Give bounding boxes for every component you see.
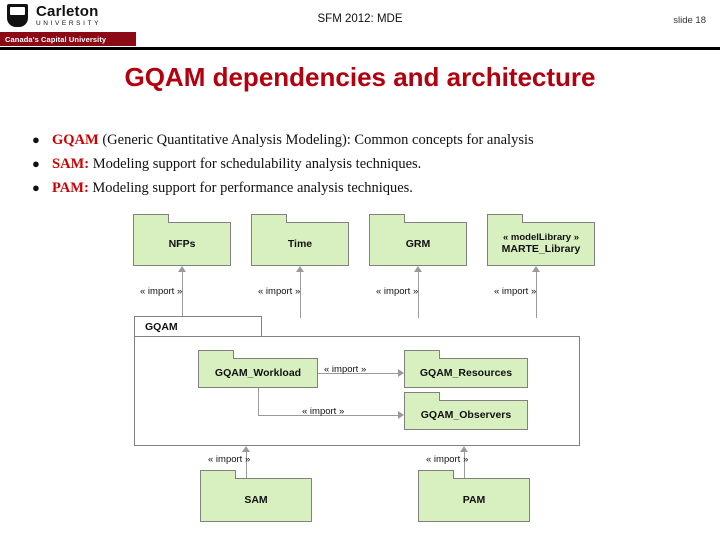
package-stereotype: « modelLibrary » <box>502 231 580 243</box>
edge-marte-import <box>536 272 537 318</box>
package-label: Time <box>287 237 313 250</box>
bullet-marker-icon: ● <box>32 132 40 147</box>
package-tab <box>418 470 454 479</box>
package-tab <box>198 350 234 359</box>
arrowhead-icon <box>398 369 404 377</box>
package-tab <box>369 214 405 223</box>
edge-label-import: « import » <box>302 406 345 417</box>
edge-workload-observers-h <box>258 415 398 416</box>
bullet-list: ● GQAM (Generic Quantitative Analysis Mo… <box>28 130 688 202</box>
edge-time-import <box>300 272 301 318</box>
arrowhead-icon <box>178 266 186 272</box>
bullet-marker-icon: ● <box>32 180 40 195</box>
edge-pam-import <box>464 452 465 478</box>
edge-workload-resources <box>318 373 398 374</box>
package-label: GQAM_Resources <box>419 366 513 379</box>
list-item: ● GQAM (Generic Quantitative Analysis Mo… <box>28 130 688 150</box>
edge-workload-observers-v <box>258 388 259 415</box>
package-label: GQAM_Observers <box>420 408 512 421</box>
package-gqam-workload: GQAM_Workload <box>198 350 318 388</box>
header-title: SFM 2012: MDE <box>317 13 403 25</box>
edge-label-import: « import » <box>324 364 367 375</box>
bullet-keyword: SAM: <box>52 156 90 172</box>
arrowhead-icon <box>532 266 540 272</box>
package-label: GRM <box>405 237 431 250</box>
arrowhead-icon <box>296 266 304 272</box>
package-tab <box>200 470 236 479</box>
package-label: MARTE_Library <box>501 243 581 256</box>
package-tab <box>133 214 169 223</box>
edge-label-import: « import » <box>258 286 301 297</box>
package-tab <box>251 214 287 223</box>
arrowhead-icon <box>242 446 250 452</box>
package-label: PAM <box>462 493 486 506</box>
arrowhead-icon <box>414 266 422 272</box>
logo-wordmark: Carleton UNIVERSITY <box>0 0 136 32</box>
edge-label-import: « import » <box>376 286 419 297</box>
edge-grm-import <box>418 272 419 318</box>
logo-tagline: Canada's Capital University <box>0 32 136 46</box>
package-marte-library: « modelLibrary » MARTE_Library <box>487 214 595 266</box>
arrowhead-icon <box>398 411 404 419</box>
package-gqam-resources: GQAM_Resources <box>404 350 528 388</box>
package-grm: GRM <box>369 214 467 266</box>
package-tab <box>404 350 440 359</box>
package-time: Time <box>251 214 349 266</box>
package-label: GQAM_Workload <box>214 366 302 379</box>
package-label: NFPs <box>168 237 196 250</box>
frame-tab-gqam: GQAM <box>134 316 262 337</box>
bullet-marker-icon: ● <box>32 156 40 171</box>
package-sam: SAM <box>200 470 312 522</box>
arrowhead-icon <box>460 446 468 452</box>
edge-sam-import <box>246 452 247 478</box>
header-divider <box>0 47 720 50</box>
frame-label: GQAM <box>145 320 178 333</box>
package-label: SAM <box>244 493 268 506</box>
edge-label-import: « import » <box>494 286 537 297</box>
edge-nfps-import <box>182 272 183 318</box>
bullet-keyword: GQAM <box>52 132 99 148</box>
bullet-keyword: PAM: <box>52 180 89 196</box>
carleton-shield-icon <box>5 3 31 29</box>
package-pam: PAM <box>418 470 530 522</box>
bullet-body: (Generic Quantitative Analysis Modeling)… <box>98 132 534 148</box>
carleton-logo: Carleton UNIVERSITY Canada's Capital Uni… <box>0 0 136 46</box>
edge-label-import: « import » <box>140 286 183 297</box>
edge-label-import: « import » <box>426 454 469 465</box>
bullet-body: Modeling support for schedulability anal… <box>89 156 422 172</box>
uml-package-diagram: NFPs Time GRM « modelLibrary » MARTE_Lib… <box>120 206 610 536</box>
bullet-body: Modeling support for performance analysi… <box>88 180 413 196</box>
logo-university-sub: UNIVERSITY <box>36 20 102 28</box>
slide-number: slide 18 <box>673 15 706 26</box>
logo-university-name: Carleton <box>36 3 99 21</box>
package-gqam-observers: GQAM_Observers <box>404 392 528 430</box>
edge-label-import: « import » <box>208 454 251 465</box>
list-item: ● PAM: Modeling support for performance … <box>28 178 688 198</box>
package-tab <box>404 392 440 401</box>
slide-header: Carleton UNIVERSITY Canada's Capital Uni… <box>0 0 720 50</box>
package-tab <box>487 214 523 223</box>
package-nfps: NFPs <box>133 214 231 266</box>
list-item: ● SAM: Modeling support for schedulabili… <box>28 154 688 174</box>
page-title: GQAM dependencies and architecture <box>124 62 596 92</box>
